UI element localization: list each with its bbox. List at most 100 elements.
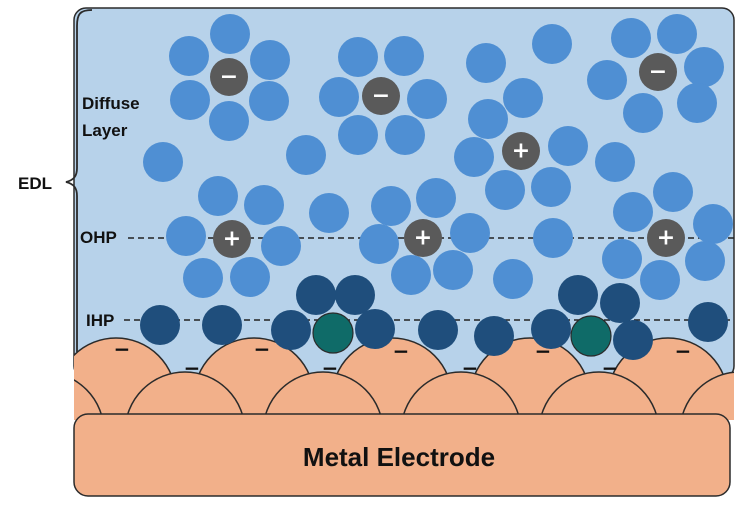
adsorbed-water-molecule	[688, 302, 728, 342]
water-molecule	[548, 126, 588, 166]
water-molecule	[587, 60, 627, 100]
water-molecule	[359, 224, 399, 264]
adsorbed-water-molecule	[296, 275, 336, 315]
water-molecule	[532, 24, 572, 64]
water-molecule	[371, 186, 411, 226]
minus-sign: −	[220, 65, 238, 90]
edl-brace	[65, 9, 93, 352]
cation	[213, 220, 251, 258]
water-molecule	[170, 80, 210, 120]
water-molecule	[338, 37, 378, 77]
water-molecule	[183, 258, 223, 298]
water-molecule	[338, 115, 378, 155]
water-molecule	[166, 216, 206, 256]
water-molecule	[684, 47, 724, 87]
metal-atom	[539, 371, 659, 420]
water-molecule	[466, 43, 506, 83]
water-molecule	[169, 36, 209, 76]
cation	[647, 219, 685, 257]
water-molecule	[143, 142, 183, 182]
water-molecule	[468, 99, 508, 139]
water-molecule	[210, 14, 250, 54]
water-molecule	[595, 142, 635, 182]
water-molecule	[693, 204, 733, 244]
water-molecule	[230, 257, 270, 297]
adsorbed-water-molecule	[558, 275, 598, 315]
water-molecules	[140, 14, 733, 360]
water-molecule	[503, 78, 543, 118]
water-molecule	[249, 81, 289, 121]
ihp-label: IHP	[86, 311, 114, 330]
metal-electrode	[73, 413, 731, 497]
water-molecule	[407, 79, 447, 119]
water-molecule	[433, 250, 473, 290]
water-molecule	[244, 185, 284, 225]
metal-electrode-label: Metal Electrode	[303, 442, 495, 472]
minus-sign: −	[649, 60, 667, 85]
water-molecule	[209, 101, 249, 141]
water-molecule	[611, 18, 651, 58]
water-molecule	[657, 14, 697, 54]
diffuse-layer-label-line2: Layer	[82, 121, 128, 140]
surface-charge-minus: −	[462, 356, 479, 380]
anion	[362, 77, 400, 115]
adsorbed-water-molecule	[531, 309, 571, 349]
water-molecule	[384, 36, 424, 76]
adsorbed-water-molecule	[355, 309, 395, 349]
surface-charge-minus: −	[184, 356, 201, 380]
water-molecule	[485, 170, 525, 210]
water-molecule	[677, 83, 717, 123]
adsorbed-water-molecule	[140, 305, 180, 345]
solvated-ions: − − − + + + +	[210, 53, 685, 258]
adsorbed-water-molecule	[271, 310, 311, 350]
diffuse-layer-label-line1: Diffuse	[82, 94, 140, 113]
metal-atom	[74, 379, 104, 420]
metal-atom	[263, 371, 383, 420]
plus-sign: +	[512, 139, 530, 164]
cation	[404, 219, 442, 257]
water-molecule	[450, 213, 490, 253]
specifically-adsorbed-ion	[570, 315, 612, 357]
metal-atom	[680, 371, 734, 420]
metal-atom	[401, 371, 521, 420]
edl-label: EDL	[18, 174, 52, 193]
water-molecule	[261, 226, 301, 266]
water-molecule	[533, 218, 573, 258]
water-molecule	[309, 193, 349, 233]
anion	[210, 58, 248, 96]
plus-sign: +	[414, 226, 432, 251]
adsorbed-water-molecule	[474, 316, 514, 356]
plus-sign: +	[223, 227, 241, 252]
ohp-label: OHP	[80, 228, 117, 247]
water-molecule	[198, 176, 238, 216]
adsorbed-water-molecule	[335, 275, 375, 315]
water-molecule	[250, 40, 290, 80]
water-molecule	[286, 135, 326, 175]
water-molecule	[319, 77, 359, 117]
surface-charge-minus: −	[602, 356, 619, 380]
surface-charge-minus: −	[114, 337, 131, 361]
minus-sign: −	[372, 84, 390, 109]
water-molecule	[653, 172, 693, 212]
plus-sign: +	[657, 226, 675, 251]
cation	[502, 132, 540, 170]
water-molecule	[493, 259, 533, 299]
adsorbed-water-molecule	[202, 305, 242, 345]
metal-atom	[125, 371, 245, 420]
surface-charge-minus: −	[675, 339, 692, 363]
water-molecule	[385, 115, 425, 155]
water-molecule	[391, 255, 431, 295]
water-molecule	[623, 93, 663, 133]
surface-charge-minus: −	[322, 356, 339, 380]
adsorbed-water-molecule	[600, 283, 640, 323]
anion	[639, 53, 677, 91]
water-molecule	[640, 260, 680, 300]
water-molecule	[416, 178, 456, 218]
water-molecule	[613, 192, 653, 232]
water-molecule	[454, 137, 494, 177]
specifically-adsorbed-ion	[312, 312, 354, 354]
surface-charge-minus: −	[254, 337, 271, 361]
adsorbed-water-molecule	[613, 320, 653, 360]
water-molecule	[602, 239, 642, 279]
